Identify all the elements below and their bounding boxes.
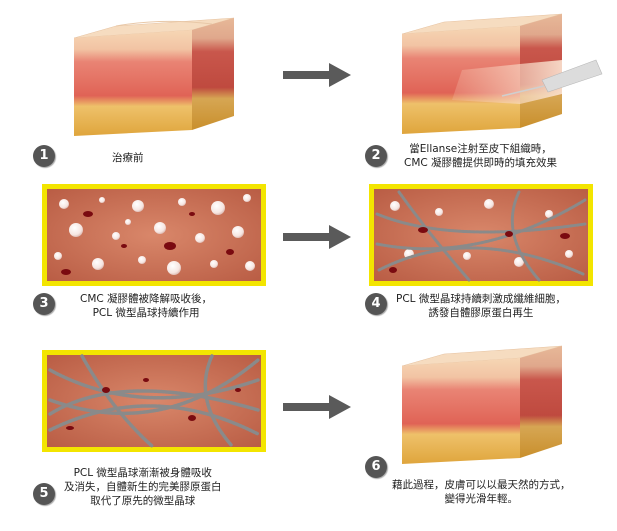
- skin-block-after: [390, 336, 570, 466]
- skin-block-before: [62, 8, 242, 138]
- skin-block-injection: [392, 8, 614, 138]
- step-5-caption: PCL 微型晶球漸漸被身體吸收 及消失，自體新生的完美膠原蛋白 取代了原先的微型…: [64, 466, 222, 508]
- caption-line: 治療前: [112, 152, 144, 164]
- caption-line: CMC 凝膠體提供即時的填充效果: [404, 157, 558, 169]
- caption-line: 當Ellanse注射至皮下組織時，: [409, 143, 552, 155]
- right-arrow-icon: [283, 394, 353, 420]
- caption-line: PCL 微型晶球漸漸被身體吸收: [73, 467, 212, 479]
- right-arrow-icon: [283, 62, 353, 88]
- step-2-badge: 2: [365, 145, 387, 167]
- step-3-caption: CMC 凝膠體被降解吸收後， PCL 微型晶球持續作用: [80, 292, 212, 320]
- caption-line: 藉此過程，皮膚可以以最天然的方式，: [392, 479, 571, 491]
- step-5-badge: 5: [33, 483, 55, 505]
- caption-line: 及消失，自體新生的完美膠原蛋白: [64, 481, 222, 493]
- step-6-badge: 6: [365, 456, 387, 478]
- step-4-caption: PCL 微型晶球持續刺激成纖維細胞， 誘發自體膠原蛋白再生: [396, 292, 566, 320]
- caption-line: 取代了原先的微型晶球: [90, 495, 196, 507]
- step-3-badge: 3: [33, 293, 55, 315]
- microscope-panel-fibroblast: [369, 184, 593, 286]
- microscope-panel-collagen: [42, 350, 266, 452]
- caption-line: CMC 凝膠體被降解吸收後，: [80, 293, 213, 305]
- right-arrow-icon: [283, 224, 353, 250]
- caption-line: PCL 微型晶球持續作用: [92, 307, 200, 319]
- needle-icon: [501, 59, 603, 97]
- step-1-badge: 1: [33, 145, 55, 167]
- step-4-badge: 4: [365, 293, 387, 315]
- step-2-caption: 當Ellanse注射至皮下組織時， CMC 凝膠體提供即時的填充效果: [404, 142, 557, 170]
- caption-line: PCL 微型晶球持續刺激成纖維細胞，: [396, 293, 566, 305]
- step-1-caption: 治療前: [112, 151, 144, 165]
- caption-line: 誘發自體膠原蛋白再生: [428, 307, 534, 319]
- caption-line: 變得光滑年輕。: [444, 493, 519, 505]
- step-6-caption: 藉此過程，皮膚可以以最天然的方式， 變得光滑年輕。: [392, 478, 571, 506]
- microscope-panel-cmc-degraded: [42, 184, 266, 286]
